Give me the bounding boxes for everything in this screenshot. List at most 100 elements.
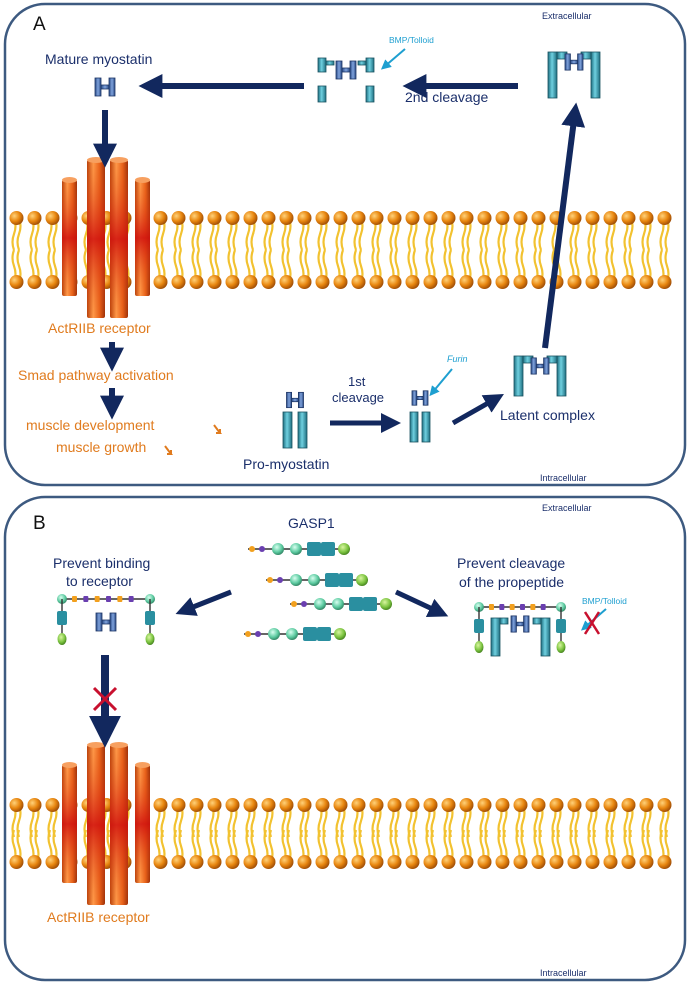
- myostatin-segment: [349, 60, 357, 80]
- lipid-head: [423, 275, 438, 289]
- propeptide-segment: [357, 60, 367, 66]
- lipid-head: [423, 211, 438, 225]
- propeptide-segment: [317, 57, 327, 73]
- lipid-head: [369, 798, 384, 812]
- gasp1-domain: [307, 542, 321, 556]
- first-cleavage-label-line2: cleavage: [332, 390, 384, 405]
- receptor-cylinder-core: [135, 180, 150, 296]
- lipid-head: [189, 275, 204, 289]
- intracellular-label-b: Intracellular: [540, 968, 587, 978]
- lipid-head: [567, 798, 582, 812]
- myostatin-segment: [416, 395, 424, 400]
- lipid-head: [189, 855, 204, 869]
- receptor-cylinder-core: [110, 745, 128, 905]
- gasp1-domain: [334, 628, 346, 640]
- gasp1-domain: [325, 573, 339, 587]
- lipid-head: [513, 798, 528, 812]
- receptor-cap: [87, 742, 105, 748]
- lipid-head: [657, 798, 672, 812]
- lipid-head: [297, 798, 312, 812]
- gasp1-domain: [94, 596, 100, 602]
- gasp1-domain: [489, 604, 494, 610]
- lipid-head: [459, 855, 474, 869]
- myostatin-segment: [341, 67, 351, 73]
- receptor-cap: [110, 742, 128, 748]
- lipid-head: [639, 211, 654, 225]
- lipid-head: [243, 275, 258, 289]
- myostatin-segment: [100, 84, 110, 90]
- lipid-head: [369, 275, 384, 289]
- lipid-head: [297, 211, 312, 225]
- myostatin-segment: [335, 60, 343, 80]
- gasp1-domain: [249, 546, 255, 552]
- enzyme-arrow-icon: [380, 48, 406, 70]
- lipid-head: [423, 798, 438, 812]
- lipid-head: [279, 211, 294, 225]
- lipid-head: [621, 798, 636, 812]
- block-x-icon: [583, 611, 601, 635]
- gasp1-domain: [380, 598, 392, 610]
- lipid-head: [477, 855, 492, 869]
- receptor-cylinder-core: [62, 180, 77, 296]
- proteins-panel-b: [57, 542, 566, 657]
- lipid-head: [27, 211, 42, 225]
- lipid-head: [279, 855, 294, 869]
- lipid-head: [621, 855, 636, 869]
- lipid-head: [351, 211, 366, 225]
- lipid-head: [153, 798, 168, 812]
- panel-b-frame: [3, 495, 687, 982]
- lipid-head: [657, 275, 672, 289]
- intracellular-label-a: Intracellular: [540, 473, 587, 483]
- myostatin-segment: [94, 77, 102, 97]
- lipid-head: [261, 798, 276, 812]
- lipid-head: [369, 211, 384, 225]
- lipid-head: [297, 275, 312, 289]
- prevent-binding-label-line2: to receptor: [66, 573, 133, 589]
- lipid-head: [405, 855, 420, 869]
- lipid-head: [495, 211, 510, 225]
- proteins-panel-a: [94, 51, 601, 449]
- decrease-arrow-icon: [164, 445, 173, 455]
- lipid-head: [477, 798, 492, 812]
- lipid-head: [333, 798, 348, 812]
- propeptide-segment: [297, 411, 308, 449]
- propeptide-segment: [282, 411, 293, 449]
- lipid-head: [243, 798, 258, 812]
- lipid-head: [567, 275, 582, 289]
- lipid-head: [153, 275, 168, 289]
- prevent-cleavage-label-line1: Prevent cleavage: [457, 555, 565, 571]
- enzyme-arrow-icon: [429, 368, 453, 397]
- lipid-head: [351, 798, 366, 812]
- gasp1-domain: [259, 546, 265, 552]
- gasp1-domain: [556, 619, 566, 633]
- receptor-cylinder-core: [135, 765, 150, 883]
- gasp1-domain: [303, 627, 317, 641]
- panel-a-frame: [3, 2, 687, 487]
- propeptide-segment: [547, 51, 558, 99]
- receptor-cap: [135, 762, 150, 768]
- decrease-arrow-icon: [213, 424, 222, 434]
- mature-myostatin-label: Mature myostatin: [45, 51, 152, 67]
- lipid-head: [441, 275, 456, 289]
- lipid-head: [603, 798, 618, 812]
- gasp1-domain: [308, 574, 320, 586]
- lipid-head: [513, 211, 528, 225]
- lipid-head: [207, 275, 222, 289]
- lipid-head: [423, 855, 438, 869]
- lipid-head: [459, 275, 474, 289]
- membrane-panel-b: [9, 798, 672, 869]
- gasp1-domain: [332, 598, 344, 610]
- gasp1-domain: [530, 604, 536, 610]
- lipid-head: [207, 211, 222, 225]
- lipid-head: [45, 211, 60, 225]
- propeptide-segment: [325, 60, 335, 66]
- prevent-cleavage-label-line2: of the propeptide: [459, 574, 564, 590]
- actriib-receptor-a: [62, 157, 150, 318]
- lipid-head: [513, 855, 528, 869]
- myostatin-segment: [570, 59, 579, 65]
- lipid-head: [27, 855, 42, 869]
- propeptide-segment: [365, 57, 375, 73]
- lipid-head: [9, 275, 24, 289]
- first-cleavage-label-line1: 1st: [348, 374, 366, 389]
- receptor-cylinder-core: [110, 160, 128, 318]
